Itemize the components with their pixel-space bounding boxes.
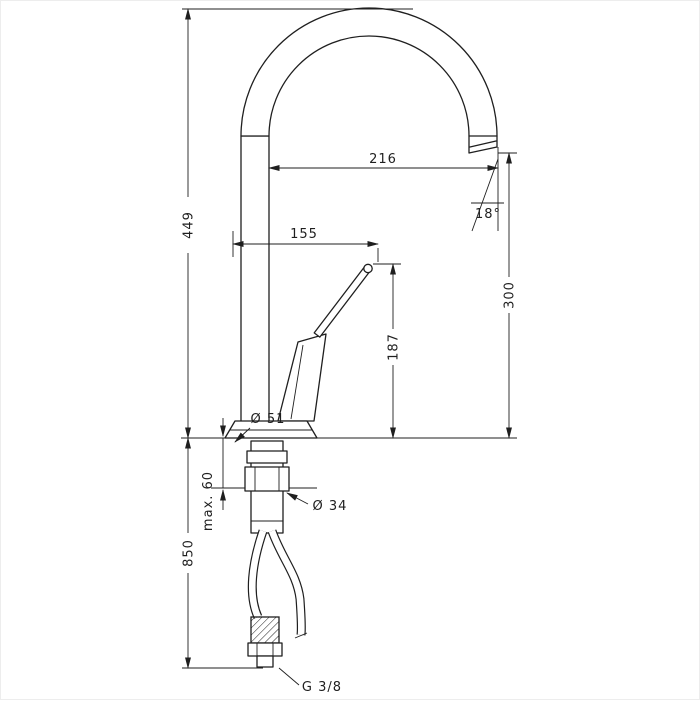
- handle-lever: [313, 265, 372, 338]
- supply-hose-left: [247, 529, 268, 619]
- dimension-overall-height: 449: [182, 8, 413, 439]
- dimension-spout-height: 300: [498, 152, 518, 439]
- dimension-spray-angle: 18°: [471, 158, 504, 232]
- dimension-handle-height: 187: [373, 263, 402, 439]
- dim-max60-label: max. 60: [201, 471, 216, 531]
- dim-g38-label: G 3/8: [302, 680, 342, 695]
- dim-850-label: 850: [182, 539, 197, 567]
- dim-300-label: 300: [503, 281, 518, 309]
- mounting-nut: [244, 466, 290, 492]
- faucet-spout-tip: [468, 135, 498, 154]
- dimension-base-diameter: Ø 51: [234, 412, 286, 443]
- dimension-counter-thickness: max. 60: [201, 418, 227, 531]
- connector-nut: [247, 642, 283, 657]
- supply-hose-right: [267, 529, 308, 639]
- leader-line: [286, 492, 309, 505]
- dim-449-label: 449: [182, 211, 197, 239]
- dimension-spout-reach: 216: [268, 147, 499, 231]
- faucet-spout-arc: [240, 7, 498, 137]
- dimension-shank-diameter: Ø 34: [286, 492, 348, 514]
- connector-thread-tube: [256, 655, 274, 668]
- leader-line: [234, 427, 251, 443]
- dimension-connection-thread: G 3/8: [278, 667, 342, 695]
- leader-line: [278, 667, 300, 686]
- dim-dia34-label: Ø 34: [313, 499, 348, 514]
- dim-187-label: 187: [387, 333, 402, 361]
- dimension-handle-reach: 155: [232, 227, 379, 262]
- angle-line: [471, 158, 499, 232]
- connector-braid: [250, 616, 280, 644]
- hose-right-end-cap: [294, 632, 308, 639]
- dimensions: 449 216 18° 155 300: [182, 8, 518, 695]
- shank-washer: [246, 450, 288, 464]
- handle-cone: [277, 333, 327, 422]
- dim-dia51-label: Ø 51: [251, 412, 286, 427]
- dimension-hose-length: 850: [182, 437, 263, 669]
- handle-lever-knob: [363, 263, 373, 274]
- handle-cone-detail: [290, 344, 304, 420]
- dim-216-label: 216: [369, 152, 397, 167]
- faucet-pipe: [240, 135, 270, 424]
- dim-155-label: 155: [290, 227, 318, 242]
- hose-connector: [247, 616, 283, 668]
- dim-18deg-label: 18°: [475, 207, 501, 222]
- base-escutcheon: [224, 420, 318, 439]
- faucet-outline: [181, 7, 517, 668]
